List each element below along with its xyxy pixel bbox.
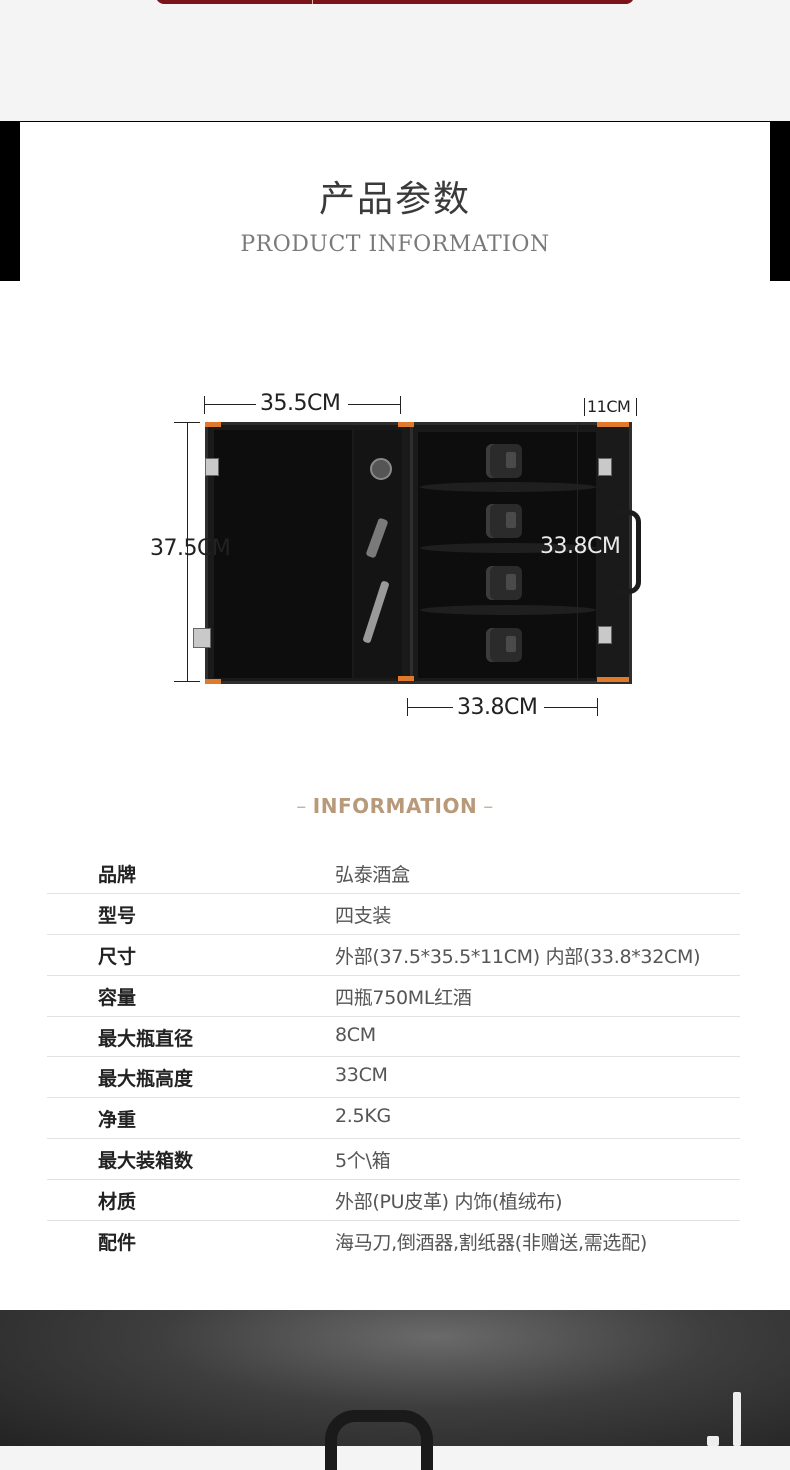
inner-width-tick-right [597, 698, 598, 716]
case-corner-trim [398, 676, 414, 681]
spec-value: 33CM [335, 1064, 388, 1087]
pourer-tool [370, 458, 392, 480]
spec-label: 材质 [98, 1191, 137, 1214]
product-diagram: 35.5CM 11CM 37.5CM 33.8CM 33.8CM [0, 380, 790, 730]
spec-row-capacity: 容量 四瓶750ML红酒 [47, 976, 740, 1017]
spec-row-max-diameter: 最大瓶直径 8CM [47, 1017, 740, 1058]
spec-table: 品牌 弘泰酒盒 型号 四支装 尺寸 外部(37.5*35.5*11CM) 内部(… [47, 853, 740, 1261]
inner-height-line [577, 422, 578, 680]
spec-label: 最大装箱数 [98, 1150, 194, 1173]
bottle-neck [486, 444, 522, 478]
spec-row-size: 尺寸 外部(37.5*35.5*11CM) 内部(33.8*32CM) [47, 935, 740, 976]
case-corner-trim [597, 677, 629, 682]
case-latch [193, 628, 211, 648]
width-dimension-line-right [348, 404, 400, 405]
case-corner-trim [398, 422, 414, 427]
inner-height-label: 33.8CM [540, 534, 621, 559]
spec-value: 四支装 [335, 904, 392, 927]
heading-dash-left: – [296, 794, 307, 818]
photo-case-handle [325, 1410, 433, 1470]
spec-label: 尺寸 [98, 945, 137, 968]
depth-label: 11CM [587, 397, 631, 416]
height-dimension-line [187, 422, 188, 682]
spec-row-model: 型号 四支装 [47, 894, 740, 935]
spec-label: 最大瓶直径 [98, 1027, 194, 1050]
height-label: 37.5CM [150, 536, 231, 561]
photo-candle [707, 1436, 719, 1446]
spec-label: 容量 [98, 986, 137, 1009]
width-dimension-line-left [204, 404, 256, 405]
spec-value: 外部(37.5*35.5*11CM) 内部(33.8*32CM) [335, 945, 701, 968]
case-latch [205, 458, 219, 476]
width-dimension-tick-right [400, 396, 401, 414]
spec-row-brand: 品牌 弘泰酒盒 [47, 853, 740, 894]
spec-value: 8CM [335, 1023, 376, 1046]
bottle-neck [486, 566, 522, 600]
section-title: 产品参数 [318, 179, 471, 220]
case-lid-lining [214, 430, 352, 678]
spec-value: 外部(PU皮革) 内饰(植绒布) [335, 1191, 563, 1214]
depth-dimension-tick-right [636, 398, 637, 416]
case-corner-trim [205, 679, 221, 684]
width-dimension-tick-left [204, 396, 205, 414]
bottle-divider [420, 605, 596, 615]
section-subtitle: PRODUCT INFORMATION [240, 232, 550, 257]
height-dimension-tick-bottom [174, 681, 200, 682]
spec-row-max-height: 最大瓶高度 33CM [47, 1057, 740, 1099]
product-photo [0, 1310, 790, 1446]
inner-width-line-left [407, 707, 453, 708]
information-heading: –INFORMATION– [0, 794, 790, 818]
photo-candle [733, 1392, 741, 1446]
heading-dash-right: – [483, 794, 494, 818]
top-banner-divider [312, 0, 313, 4]
spec-label: 净重 [98, 1109, 137, 1132]
bottle-neck [486, 504, 522, 538]
spec-row-accessories: 配件 海马刀,倒酒器,割纸器(非赠送,需选配) [47, 1221, 740, 1261]
spec-label: 型号 [98, 904, 137, 927]
spec-row-material: 材质 外部(PU皮革) 内饰(植绒布) [47, 1180, 740, 1222]
top-banner-bar [156, 0, 634, 4]
spec-value: 2.5KG [335, 1105, 391, 1128]
inner-width-line-right [544, 707, 598, 708]
spec-label: 品牌 [98, 864, 137, 886]
spec-value: 四瓶750ML红酒 [335, 986, 472, 1009]
information-heading-text: INFORMATION [312, 794, 478, 818]
top-strip [0, 0, 790, 121]
bottle-neck [486, 628, 522, 662]
spec-value: 5个\箱 [335, 1150, 391, 1173]
case-handle [612, 510, 641, 594]
case-latch [598, 626, 612, 644]
spec-row-carton-count: 最大装箱数 5个\箱 [47, 1139, 740, 1181]
bottle-divider [420, 482, 596, 492]
header-card [20, 122, 770, 281]
case-latch [598, 458, 612, 476]
case-corner-trim [205, 422, 221, 427]
spec-value: 弘泰酒盒 [335, 864, 410, 886]
spec-value: 海马刀,倒酒器,割纸器(非赠送,需选配) [335, 1232, 647, 1255]
inner-width-label: 33.8CM [457, 695, 538, 720]
spec-label: 配件 [98, 1232, 137, 1255]
spec-row-net-weight: 净重 2.5KG [47, 1098, 740, 1140]
depth-dimension-tick-left [584, 398, 585, 416]
bottle-divider [420, 543, 596, 553]
case-corner-trim [597, 422, 629, 427]
spec-label: 最大瓶高度 [98, 1068, 194, 1091]
width-label: 35.5CM [260, 391, 341, 416]
